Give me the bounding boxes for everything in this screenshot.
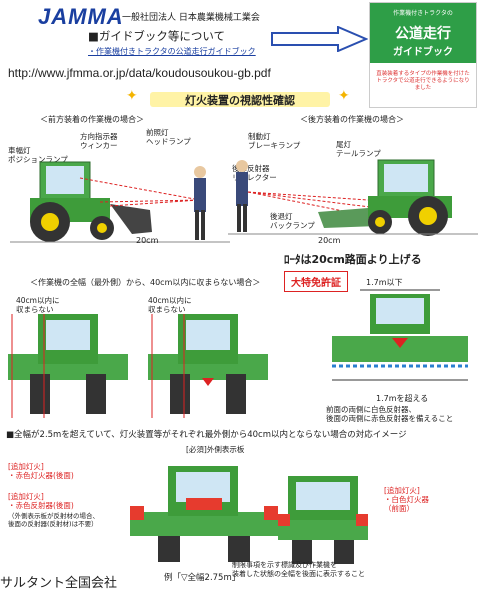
reflector-note: 前面の両側に白色反射器、後面の両側に赤色反射器を備えること (326, 405, 454, 423)
sign-note: 制限事項を示す標識及び作業機を装着した状態の全幅を後面に表示すること (232, 561, 365, 578)
top-width-dim: 1.7m以下 (366, 278, 403, 287)
org-name: 一般社団法人 日本農業機械工業会 (122, 13, 260, 23)
label-not-within-a: 40cm以内に収まらない (16, 296, 60, 314)
label-tail-lamp: 尾灯テールランプ (336, 140, 381, 158)
guide-title: ■ガイドブック等について (88, 29, 226, 43)
add-lamp-2-note: （外側表示板が反射材の場合、後面の反射器(反射材)は不要） (8, 512, 99, 528)
rear-heading: ＜後方装着の作業機の場合＞ (300, 115, 404, 124)
wide-implement-illustration (130, 466, 368, 564)
add-lamp-3: [追加灯火]・白色灯火器（前面） (384, 486, 429, 513)
example-sign: 例「▽全幅2.75m」 (164, 573, 241, 583)
section3-heading: ■全幅が2.5mを超えていて、灯火装置等がそれぞれ最外側から40cm以内とならな… (6, 430, 407, 440)
rear-dim: 20cm (318, 236, 341, 245)
guidebook-cover-band: 作業機付きトラクタの 公道走行 ガイドブック (370, 3, 476, 63)
right-arrow-icon (271, 26, 368, 52)
pdf-url[interactable]: http://www.jfmma.or.jp/data/koudousoukou… (8, 66, 271, 80)
width-heading: ＜作業機の全幅（最外側）から、40cm以内に収まらない場合＞ (30, 278, 261, 287)
sparkle-icon: ✦ (126, 88, 138, 104)
section-banner: ✦ 灯火装置の視認性確認 ✦ (120, 88, 360, 110)
special-license-stamp: 大特免許証 (284, 271, 348, 292)
label-width-lamp: 車幅灯ポジションランプ (8, 146, 68, 164)
add-lamp-1: [追加灯火]・赤色灯火器(後面) (8, 462, 74, 480)
wide-rotary-illustration (332, 289, 468, 381)
booklet-small-top: 作業機付きトラクタの (393, 10, 453, 17)
rear-tractor-illustration (228, 159, 478, 236)
banner-bar (150, 92, 330, 107)
booklet-title-2: ガイドブック (393, 47, 453, 58)
guide-link[interactable]: ・作業機付きトラクタの公道走行ガイドブック (88, 47, 256, 56)
footer-text: サルタント全国会社 (0, 576, 118, 591)
label-back-lamp: 後退灯バックランプ (270, 212, 315, 230)
add-lamp-2: [追加灯火]・赤色反射器(後面) (8, 492, 74, 510)
label-not-within-b: 40cm以内に収まらない (148, 296, 192, 314)
front-tractor-illustration (10, 161, 230, 243)
guidebook-cover[interactable]: 作業機付きトラクタの 公道走行 ガイドブック 直装装着するタイプの作業機を付けた… (369, 2, 477, 108)
label-headlamp: 前照灯ヘッドランプ (146, 128, 191, 146)
label-turn-signal: 方向指示器ウィンカー (80, 132, 118, 150)
required-sign-label: [必須]外側表示板 (186, 445, 245, 454)
bottom-width-dim: 1.7mを超える (376, 394, 429, 403)
front-dim: 20cm (136, 236, 159, 245)
front-heading: ＜前方装着の作業機の場合＞ (40, 115, 144, 124)
width-tractors-illustration (8, 314, 268, 418)
booklet-subtitle: 直装装着するタイプの作業機を付けたトラクタで公道走行できるようになりました (376, 71, 470, 91)
rotary-note: ﾛｰﾀは20cm路面より上げる (284, 253, 422, 266)
jamma-logo: JAMMA (38, 4, 124, 29)
booklet-title-1: 公道走行 (395, 26, 451, 42)
label-brake-lamp: 制動灯ブレーキランプ (248, 132, 301, 150)
label-reflector: 後部反射器リフレクター (232, 164, 277, 182)
sparkle-icon: ✦ (338, 88, 350, 104)
banner-title: 灯火装置の視認性確認 (185, 94, 295, 107)
